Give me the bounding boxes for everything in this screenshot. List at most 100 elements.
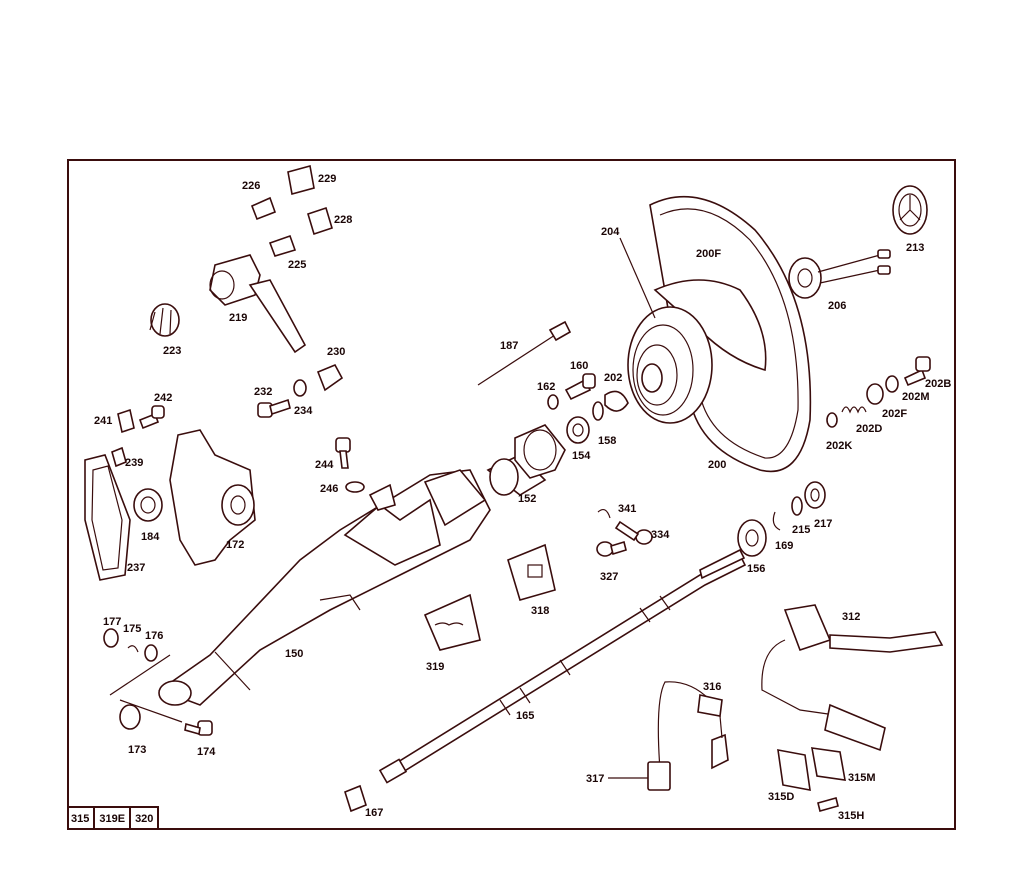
label-239: 239 [125, 457, 143, 469]
label-176: 176 [145, 630, 163, 642]
label-172: 172 [226, 539, 244, 551]
label-202D: 202D [856, 423, 882, 435]
part-184-bushing [133, 488, 163, 522]
label-232: 232 [254, 386, 272, 398]
part-242-screw [138, 405, 165, 430]
part-217-nut [804, 481, 826, 509]
label-174: 174 [197, 746, 216, 758]
label-226: 226 [242, 180, 260, 192]
part-177-nut [103, 628, 119, 648]
label-315M: 315M [848, 772, 876, 784]
label-173: 173 [128, 744, 146, 756]
label-217: 217 [814, 518, 832, 530]
label-200: 200 [708, 459, 726, 471]
part-206-horn-contact [788, 249, 891, 299]
label-202M: 202M [902, 391, 930, 403]
part-319-trim-cover [423, 593, 481, 651]
part-labels: 150 152 154 156 158 160 162 165 167 169 … [94, 173, 951, 822]
part-150-steering-column-jacket [158, 469, 491, 706]
label-175: 175 [123, 623, 141, 635]
label-234: 234 [294, 405, 313, 417]
part-152-switch-housing [486, 454, 547, 496]
label-150: 150 [285, 648, 303, 660]
label-315D: 315D [768, 791, 794, 803]
part-229-cap [287, 164, 315, 196]
reference-cell: 320 [131, 808, 160, 830]
label-156: 156 [747, 563, 765, 575]
reference-cell: 319E [95, 808, 132, 830]
reference-cell: 315 [67, 808, 96, 830]
leader-line-204 [619, 237, 656, 319]
part-202M-washer [885, 375, 899, 393]
part-334-screw [614, 520, 653, 545]
label-244: 244 [315, 459, 334, 471]
label-215: 215 [792, 524, 810, 536]
part-223-lock-cylinder [149, 303, 180, 337]
label-169: 169 [775, 540, 793, 552]
part-165-steering-shaft [378, 548, 747, 784]
part-315D-connector [777, 749, 811, 791]
label-319: 319 [426, 661, 444, 673]
part-244-bolt [335, 437, 351, 469]
part-202-clip [592, 390, 629, 421]
part-239-clip [111, 446, 127, 468]
part-228-cap [307, 206, 333, 236]
label-202: 202 [604, 372, 622, 384]
part-312-combination-switch [761, 604, 944, 752]
label-167: 167 [365, 807, 383, 819]
label-317: 317 [586, 773, 604, 785]
label-154: 154 [572, 450, 591, 462]
label-312: 312 [842, 611, 860, 623]
part-167-sleeve [344, 784, 367, 813]
label-165: 165 [516, 710, 534, 722]
label-228: 228 [334, 214, 352, 226]
part-215-washer [791, 496, 803, 516]
reference-table: 315 319E 320 [67, 806, 160, 830]
label-202K: 202K [826, 440, 852, 452]
label-334: 334 [651, 529, 670, 541]
label-152: 152 [518, 493, 536, 505]
label-246: 246 [320, 483, 338, 495]
part-200-steering-wheel [627, 195, 812, 473]
part-154-contact-plate [514, 424, 566, 479]
part-316-switch [657, 681, 729, 771]
part-213-emblem [892, 185, 928, 235]
label-237: 237 [127, 562, 145, 574]
label-341: 341 [618, 503, 636, 515]
part-232-screw [257, 398, 291, 418]
label-242: 242 [154, 392, 172, 404]
label-223: 223 [163, 345, 181, 357]
part-158-bushing [566, 416, 590, 444]
label-160: 160 [570, 360, 588, 372]
part-237-cover-gasket [84, 454, 131, 581]
part-241-nut [117, 408, 135, 434]
part-315M-connector [811, 747, 846, 781]
part-173-clamp [119, 704, 141, 730]
label-187: 187 [500, 340, 518, 352]
label-213: 213 [906, 242, 924, 254]
label-200F: 200F [696, 248, 721, 260]
label-177: 177 [103, 616, 121, 628]
label-316: 316 [703, 681, 721, 693]
part-202B-bolt [903, 356, 931, 387]
label-230: 230 [327, 346, 345, 358]
label-202B: 202B [925, 378, 951, 390]
part-187-rod [477, 320, 572, 386]
part-160-screw [564, 373, 596, 401]
part-219-ignition-lock-housing [209, 254, 307, 354]
label-315H: 315H [838, 810, 864, 822]
part-317-connector [608, 761, 671, 791]
part-175-washer [127, 645, 139, 653]
part-156-bearing [737, 519, 767, 557]
part-162-washer [547, 394, 559, 410]
part-172-flange-gasket [169, 429, 256, 566]
label-219: 219 [229, 312, 247, 324]
part-234-washer [293, 379, 307, 397]
part-230-lever [316, 363, 344, 392]
part-246-washer [345, 481, 365, 493]
label-206: 206 [828, 300, 846, 312]
part-327-screw [596, 540, 627, 557]
label-318: 318 [531, 605, 549, 617]
label-327: 327 [600, 571, 618, 583]
